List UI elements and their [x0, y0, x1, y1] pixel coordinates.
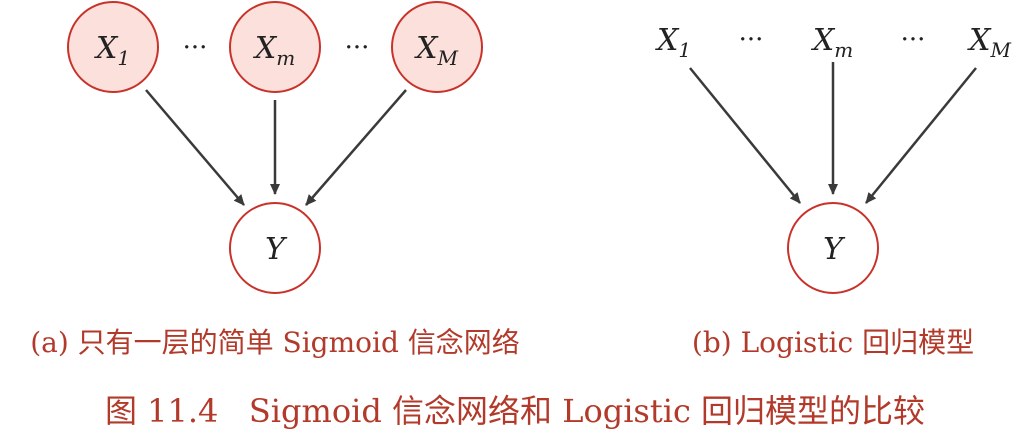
- figure-caption: 图 11.4 Sigmoid 信念网络和 Logistic 回归模型的比较: [105, 392, 925, 430]
- svg-text:XM: XM: [414, 31, 458, 70]
- node-b-xM: XM: [967, 23, 1011, 62]
- node-b-y: Y: [787, 202, 879, 294]
- edge-a-x1-y: [145, 89, 245, 206]
- node-a-xm: Xm: [229, 1, 321, 93]
- ellipsis-b-left: ···: [739, 25, 764, 55]
- node-b-x1: X1: [655, 23, 691, 62]
- ellipsis-b-right: ···: [901, 25, 926, 55]
- edge-a-xM-y: [305, 89, 407, 206]
- panel-a: X1 ··· Xm ··· XM Y (a) 只有一层的简单 Sigmoid 信…: [30, 1, 520, 359]
- svg-text:Y: Y: [265, 232, 288, 267]
- caption-b: (b) Logistic 回归模型: [692, 326, 974, 359]
- caption-a: (a) 只有一层的简单 Sigmoid 信念网络: [30, 326, 520, 359]
- edge-b-xM-y: [865, 67, 977, 204]
- svg-text:Y: Y: [823, 232, 846, 267]
- edge-b-x1-y: [689, 67, 801, 204]
- ellipsis-a-right: ···: [345, 33, 370, 63]
- node-b-xm: Xm: [811, 23, 853, 62]
- node-a-xM: XM: [391, 1, 483, 93]
- ellipsis-a-left: ···: [183, 33, 208, 63]
- panel-b: X1 ··· Xm ··· XM Y (b) Logistic 回归模型: [655, 23, 1011, 359]
- svg-text:X1: X1: [94, 31, 130, 70]
- svg-text:Xm: Xm: [253, 31, 295, 70]
- node-a-y: Y: [229, 202, 321, 294]
- node-a-x1: X1: [67, 1, 159, 93]
